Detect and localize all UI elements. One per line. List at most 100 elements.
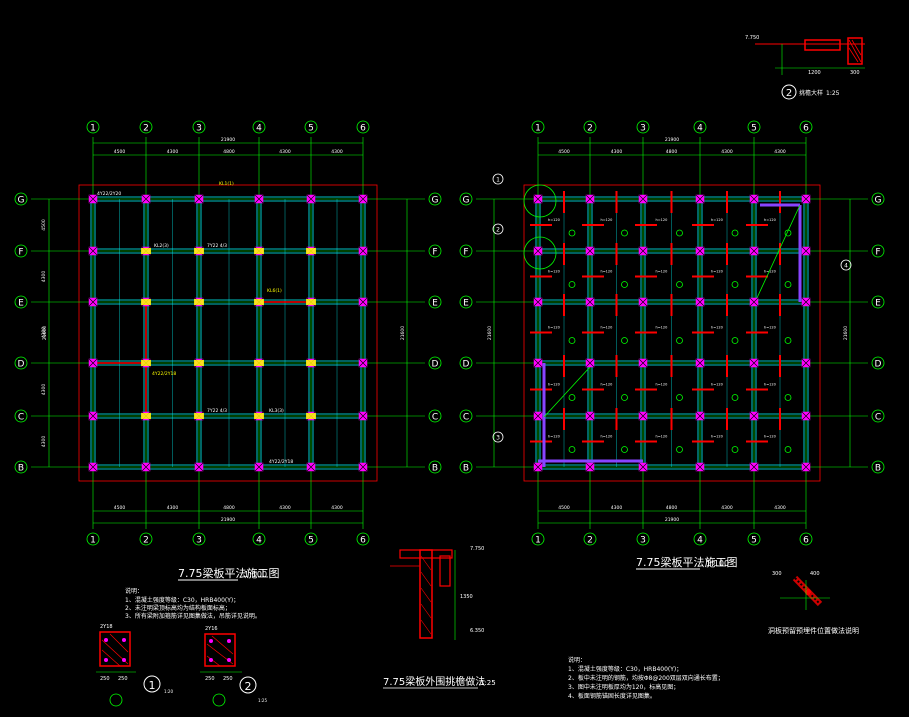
middle-detail-dim: 1350 bbox=[460, 594, 473, 600]
column-hatch bbox=[801, 194, 811, 204]
section-1-dim-1: 250 bbox=[100, 676, 110, 682]
column-hatch bbox=[801, 297, 811, 307]
grid-col-label: 4 bbox=[697, 124, 703, 134]
column-hatch bbox=[801, 411, 811, 421]
column-hatch bbox=[88, 411, 98, 421]
slab-marker bbox=[784, 394, 792, 401]
section-1: 2Y18 250 250 1 1:20 bbox=[96, 624, 173, 707]
slab-label: h=120 bbox=[764, 435, 776, 439]
grid-bubble bbox=[139, 120, 153, 134]
column-hatch bbox=[749, 462, 759, 472]
column-hatch bbox=[695, 297, 705, 307]
section-2-dim-1: 250 bbox=[205, 676, 215, 682]
slab-label: h=120 bbox=[548, 270, 560, 274]
section-2-number: 2 bbox=[245, 680, 252, 693]
bay-dim: 4300 bbox=[167, 149, 179, 155]
column-hatch bbox=[638, 246, 648, 256]
column-cap bbox=[194, 360, 204, 366]
grid-row-label: D bbox=[875, 360, 882, 370]
grid-bubble bbox=[428, 192, 442, 206]
bay-dim: 4300 bbox=[279, 505, 291, 511]
column-hatch bbox=[749, 358, 759, 368]
slab-marker bbox=[676, 337, 683, 344]
slab-marker bbox=[568, 229, 576, 237]
top-detail-title: 挑檐大样 bbox=[799, 89, 823, 97]
column-hatch bbox=[533, 411, 543, 421]
section-details: 2Y18 250 250 1 1:20 2Y16 250 250 2 1:25 bbox=[96, 624, 267, 707]
grid-bubble bbox=[252, 532, 266, 546]
left-note-3: 3、所有梁附加箍筋详见图集做法，吊筋详见说明。 bbox=[125, 612, 261, 620]
column-hatch bbox=[533, 462, 543, 472]
grid-row-label: D bbox=[18, 360, 25, 370]
detail-callout bbox=[492, 431, 504, 443]
grid-col-label: 2 bbox=[143, 536, 149, 546]
slab-marker bbox=[784, 446, 792, 453]
bay-dim: 4800 bbox=[223, 149, 235, 155]
column-cap bbox=[141, 248, 151, 254]
column-hatch bbox=[695, 358, 705, 368]
grid-bubble bbox=[459, 295, 473, 309]
section-1-label: 2Y18 bbox=[100, 624, 113, 630]
column-cap bbox=[141, 299, 151, 305]
left-notes-heading: 说明： bbox=[125, 587, 143, 595]
detail-callout bbox=[492, 173, 504, 185]
grid-bubble bbox=[428, 356, 442, 370]
grid-col-label: 4 bbox=[697, 536, 703, 546]
middle-detail-elev-top: 7.750 bbox=[470, 546, 484, 552]
column-cap bbox=[194, 248, 204, 254]
slab-marker bbox=[568, 337, 576, 344]
grid-col-label: 2 bbox=[587, 124, 593, 134]
slab-marker bbox=[676, 394, 683, 401]
grid-col-label: 2 bbox=[587, 536, 593, 546]
side-dim: 4300 bbox=[41, 384, 47, 396]
slab-label: h=120 bbox=[601, 326, 613, 330]
slab-label: h=120 bbox=[656, 270, 668, 274]
column-hatch bbox=[585, 297, 595, 307]
column-hatch bbox=[533, 194, 543, 204]
side-total-dim: 21600 bbox=[843, 326, 849, 340]
bay-dim: 4300 bbox=[774, 149, 786, 155]
column-cap bbox=[194, 299, 204, 305]
beam-label: KL3(3) bbox=[269, 408, 284, 414]
column-hatch bbox=[801, 462, 811, 472]
slab-marker bbox=[676, 229, 683, 237]
column-hatch bbox=[254, 462, 264, 472]
grid-bubble bbox=[428, 460, 442, 474]
middle-detail-scale: 1:25 bbox=[480, 679, 496, 687]
slab-label: h=120 bbox=[548, 326, 560, 330]
column-hatch bbox=[88, 246, 98, 256]
grid-col-label: 5 bbox=[751, 124, 757, 134]
slab-label: h=120 bbox=[548, 383, 560, 387]
slab-marker bbox=[731, 337, 739, 344]
grid-bubble bbox=[304, 120, 318, 134]
grid-col-label: 3 bbox=[196, 124, 202, 134]
slab-marker bbox=[731, 446, 739, 453]
slab-marker bbox=[731, 229, 739, 237]
column-hatch bbox=[585, 411, 595, 421]
side-dim: 4300 bbox=[41, 327, 47, 339]
section-1-number: 1 bbox=[149, 679, 156, 692]
column-cap bbox=[141, 413, 151, 419]
grid-bubble bbox=[139, 532, 153, 546]
column-hatch bbox=[801, 246, 811, 256]
grid-row-label: G bbox=[18, 196, 25, 206]
column-hatch bbox=[141, 462, 151, 472]
column-cap bbox=[306, 248, 316, 254]
column-cap bbox=[254, 360, 264, 366]
side-total-dim: 21600 bbox=[400, 326, 406, 340]
leader-line bbox=[755, 204, 801, 301]
grid-row-label: G bbox=[463, 196, 470, 206]
column-hatch bbox=[358, 462, 368, 472]
leader-line bbox=[543, 366, 591, 418]
column-hatch bbox=[533, 297, 543, 307]
column-hatch bbox=[88, 462, 98, 472]
column-hatch bbox=[306, 462, 316, 472]
grid-row-label: E bbox=[432, 299, 438, 309]
plan-outline bbox=[78, 184, 378, 482]
grid-bubble bbox=[583, 120, 597, 134]
bottom-right-dim-1: 300 bbox=[772, 571, 782, 577]
grid-row-label: B bbox=[432, 464, 438, 474]
grid-bubble bbox=[871, 192, 885, 206]
column-cap bbox=[306, 413, 316, 419]
slab-label: h=120 bbox=[711, 383, 723, 387]
